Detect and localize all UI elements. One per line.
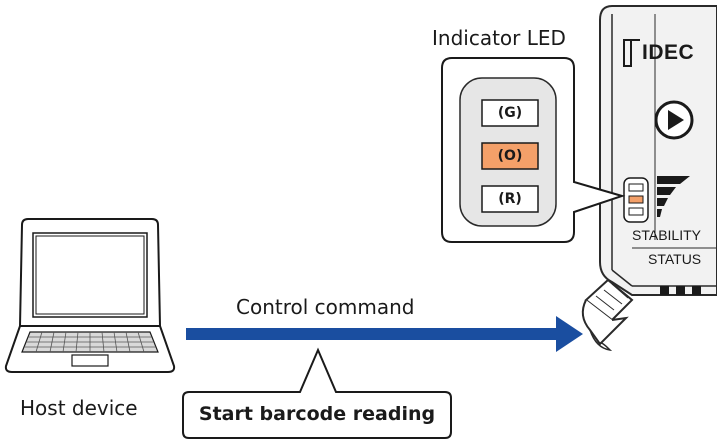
indicator-led-title: Indicator LED [432,26,566,50]
device-led-column [623,177,649,223]
status-indicator-squares [660,286,701,295]
control-command-arrow [186,316,583,352]
led-label-g: (G) [497,105,523,121]
indicator-led-callout [441,57,626,243]
led-label-r: (R) [498,191,522,207]
control-command-label: Control command [236,295,415,319]
laptop-icon [4,218,176,373]
led-o-box [481,142,539,170]
device-cable [581,278,634,352]
led-label-o: (O) [497,148,523,164]
status-label: STATUS [648,251,702,267]
stability-bars-icon [657,176,690,217]
idec-logo-mark [623,39,640,67]
start-barcode-reading-label: Start barcode reading [198,403,436,425]
play-button-icon [654,100,694,140]
led-r-box [481,185,539,213]
stability-label: STABILITY [632,227,701,243]
scanner-device [581,5,717,352]
led-g-box [481,99,539,127]
host-device-label: Host device [20,396,138,420]
start-reading-callout [182,347,452,439]
device-brand-logo: IDEC [642,41,695,64]
